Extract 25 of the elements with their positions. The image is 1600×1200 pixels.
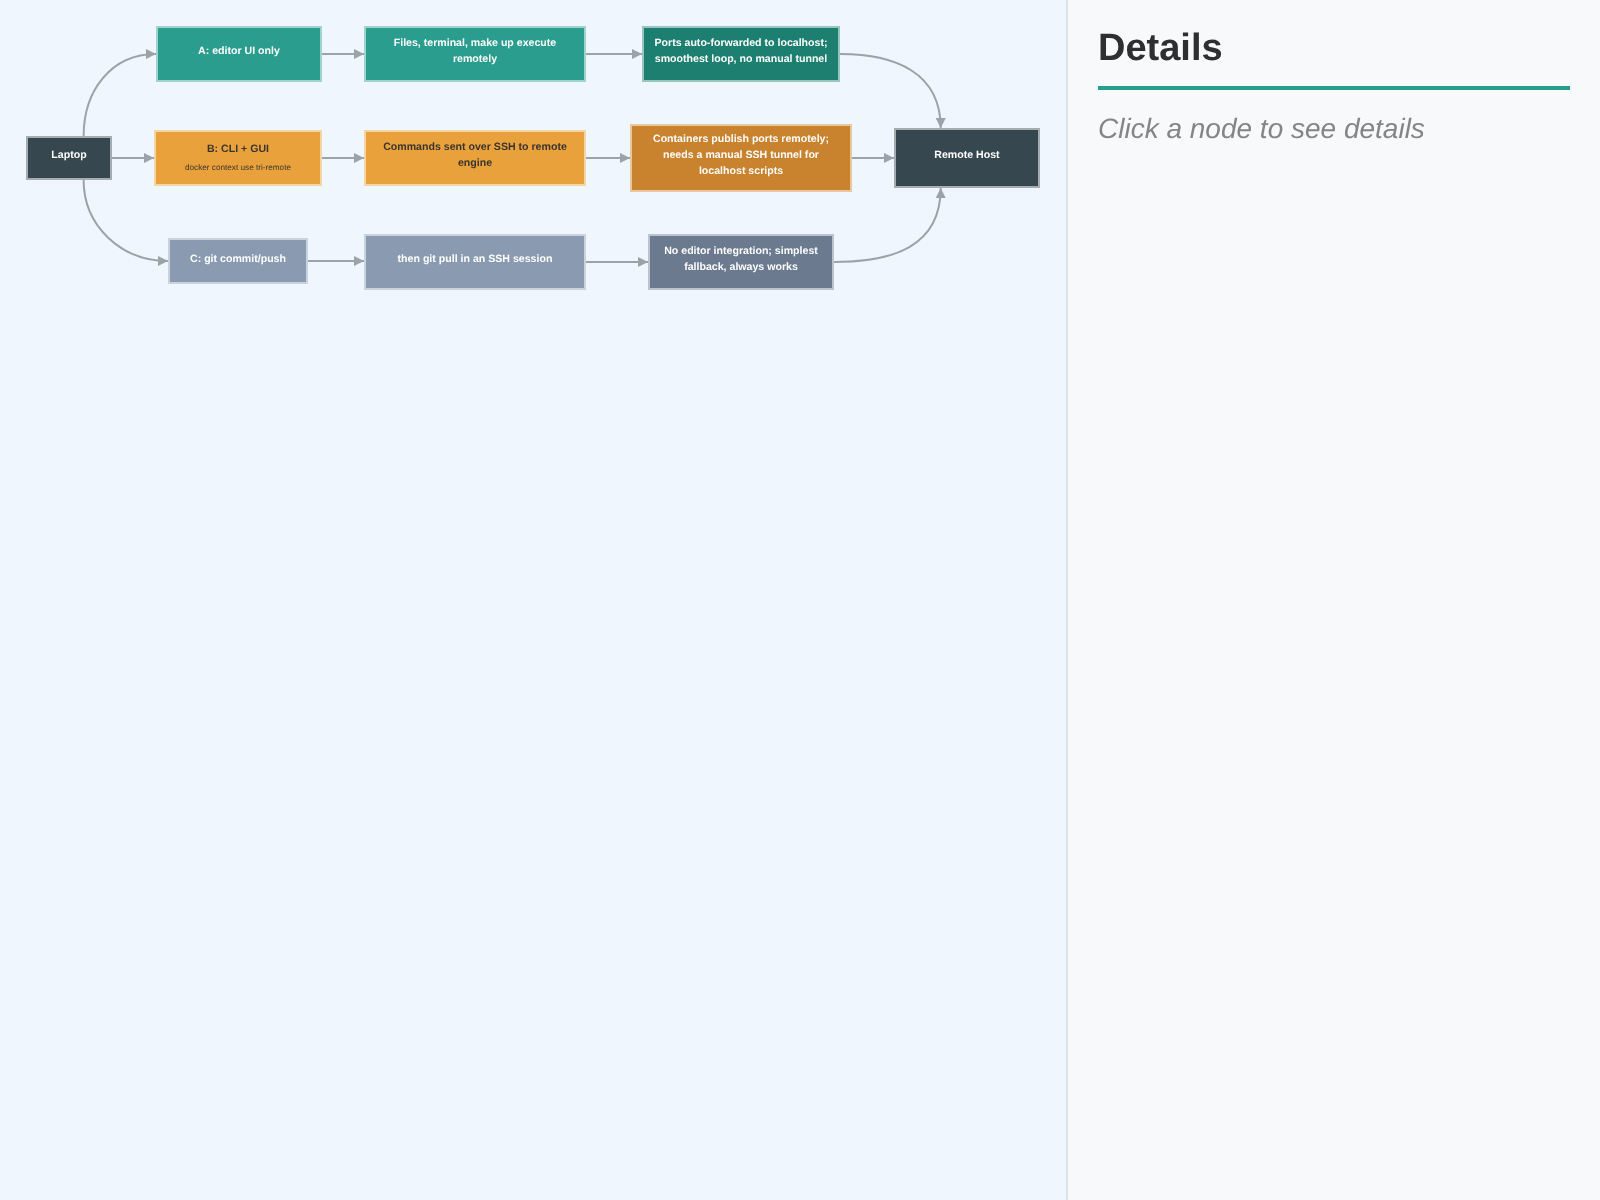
process-box (168, 238, 308, 284)
arrow (111, 153, 155, 163)
arrow (82, 179, 169, 266)
host-box (894, 128, 1040, 188)
result-box (642, 26, 840, 82)
process-box (154, 130, 322, 186)
arrow (307, 256, 365, 266)
result-box (648, 234, 834, 290)
arrow (851, 153, 895, 163)
panel-heading: Details (1098, 26, 1223, 74)
arrow (839, 53, 945, 129)
process-box (364, 234, 586, 290)
process-box (364, 26, 586, 82)
result-box (630, 124, 852, 192)
arrow (585, 49, 643, 59)
arrow (833, 187, 945, 263)
hint-text: Click a node to see details (1098, 110, 1425, 146)
process-box (364, 130, 586, 186)
device-box (26, 136, 112, 180)
arrow (585, 153, 631, 163)
process-box (156, 26, 322, 82)
arrow (82, 49, 157, 137)
arrow (321, 49, 365, 59)
arrow (585, 257, 649, 267)
arrow (321, 153, 365, 163)
